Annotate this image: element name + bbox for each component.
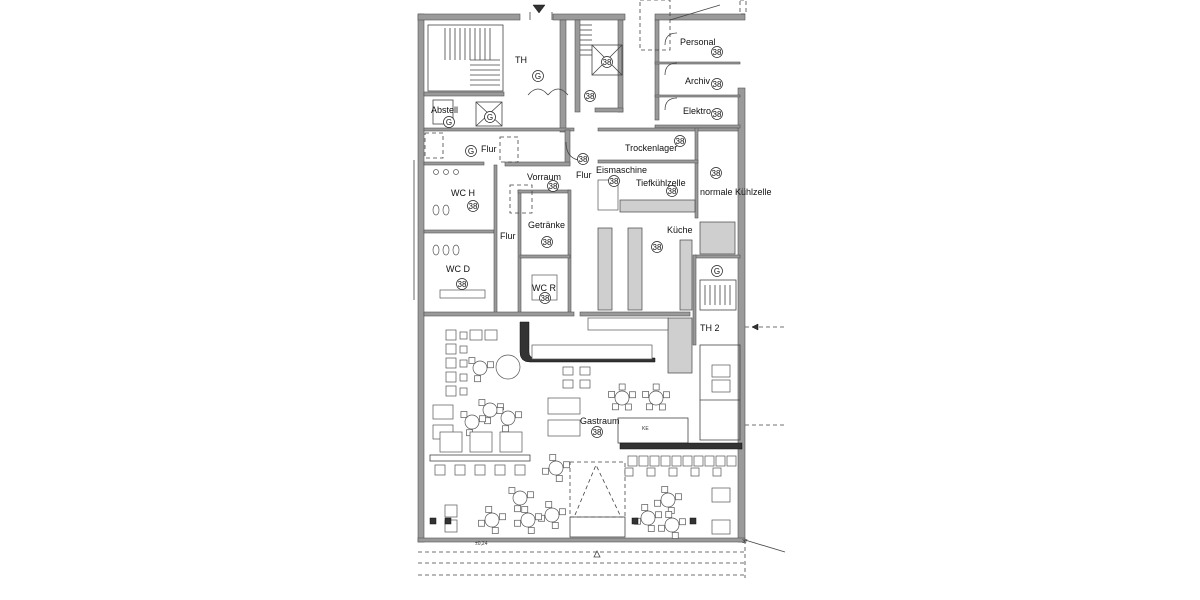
room-code-flur: G <box>468 147 474 156</box>
room-label-getränke: Getränke <box>528 220 565 230</box>
room-code-archiv-circle <box>711 78 723 90</box>
room-label-abstell: Abstell <box>431 105 458 115</box>
room-label-flur: Flur <box>576 170 592 180</box>
room-code: 38 <box>603 58 612 67</box>
room-code: G <box>487 113 493 122</box>
room-code-personal: 38 <box>713 48 722 57</box>
ke-label: KE <box>642 426 649 432</box>
room-code-trockenlager: 38 <box>676 137 685 146</box>
room-code-gastraum-circle <box>591 426 603 438</box>
room-label-wc-d: WC D <box>446 264 470 274</box>
room-label-wc-h: WC H <box>451 188 475 198</box>
room-code-trockenlager-circle <box>674 135 686 147</box>
room-code-wc-h: 38 <box>469 202 478 211</box>
room-code-wc-d: 38 <box>458 280 467 289</box>
room-code-vorraum-circle <box>547 180 559 192</box>
room-label-trockenlager: Trockenlager <box>625 143 677 153</box>
room-code-th-circle <box>532 70 544 82</box>
room-code-normale-kühlzelle-circle <box>710 167 722 179</box>
room-label-flur: Flur <box>481 144 497 154</box>
room-code-tiefkühlzelle: 38 <box>668 187 677 196</box>
room-code: 38 <box>586 92 595 101</box>
room-code-flur-circle <box>465 145 477 157</box>
room-code-küche: 38 <box>653 243 662 252</box>
walls <box>417 13 746 543</box>
room-code-abstell-circle <box>443 116 455 128</box>
room-code-getränke: 38 <box>543 238 552 247</box>
room-code-vorraum: 38 <box>549 182 558 191</box>
room-code-küche-circle <box>651 241 663 253</box>
level-left-label: ±0,24 <box>475 541 488 547</box>
room-code-wc-r: 38 <box>541 294 550 303</box>
room-label-th: TH <box>515 55 527 65</box>
room-code-personal-circle <box>711 46 723 58</box>
room-label-archiv: Archiv <box>685 76 711 86</box>
room-code-circle <box>484 111 496 123</box>
room-code-elektro: 38 <box>713 110 722 119</box>
fixtures <box>413 0 786 578</box>
room-code-elektro-circle <box>711 108 723 120</box>
room-code-wc-r-circle <box>539 292 551 304</box>
room-label-gastraum: Gastraum <box>580 416 620 426</box>
room-code-circle <box>584 90 596 102</box>
room-label-wc-r: WC R <box>532 283 556 293</box>
room-label-personal: Personal <box>680 37 716 47</box>
room-code-getränke-circle <box>541 236 553 248</box>
room-code-circle <box>601 56 613 68</box>
room-label-elektro: Elektro <box>683 106 711 116</box>
room-label-küche: Küche <box>667 225 693 235</box>
room-code-gastraum: 38 <box>593 428 602 437</box>
room-code-th-2: G <box>714 267 720 276</box>
room-code-flur: 38 <box>579 155 588 164</box>
room-label-vorraum: Vorraum <box>527 172 561 182</box>
room-code-abstell: G <box>446 118 452 127</box>
room-code-eismaschine-circle <box>608 175 620 187</box>
room-code-tiefkühlzelle-circle <box>666 185 678 197</box>
room-label-normale-kühlzelle: normale Kühlzelle <box>700 187 772 197</box>
room-label-tiefkühlzelle: Tiefkühlzelle <box>636 178 686 188</box>
level-right-label: 37 <box>742 539 748 545</box>
room-label-flur: Flur <box>500 231 516 241</box>
room-code-archiv: 38 <box>713 80 722 89</box>
room-code-eismaschine: 38 <box>610 177 619 186</box>
furniture <box>429 329 737 539</box>
room-label-th-2: TH 2 <box>700 323 720 333</box>
room-code-th-2-circle <box>711 265 723 277</box>
room-code-th: G <box>535 72 541 81</box>
room-code-wc-h-circle <box>467 200 479 212</box>
room-code-normale-kühlzelle: 38 <box>712 169 721 178</box>
room-code-wc-d-circle <box>456 278 468 290</box>
room-code-flur-circle <box>577 153 589 165</box>
room-label-eismaschine: Eismaschine <box>596 165 647 175</box>
